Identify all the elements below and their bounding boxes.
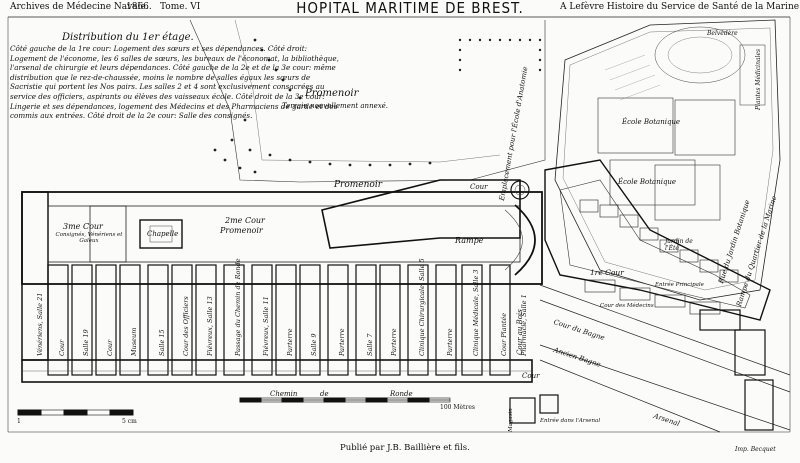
label-promenoir-top: Promenoir [305,88,359,99]
label-belvedere: Belvédère [707,30,738,37]
footer-publisher: Publié par J.B. Baillière et fils. [340,443,470,453]
ward-label: Cour des Officiers [182,296,190,356]
plantes-bed [739,44,766,106]
ward-label: Parterre [446,328,454,356]
label-cour-medecins: Cour des Médecins [600,303,654,309]
plate-title: HOPITAL MARITIME DE BREST. [296,0,524,17]
label-terrain: Terrain nouvellement annexé. [282,102,389,110]
east-wing-inner [559,179,751,309]
garden-inner [562,27,774,291]
garden-outline [554,19,781,301]
label-ecole-botanique-2: École Botanique [618,178,677,186]
label-de: de [320,390,329,398]
label-ronde: Ronde [390,390,413,398]
label-cour-small: Cour [522,372,540,380]
rampe-wing [321,179,521,249]
header-left: Archives de Médecine Navale. [10,2,149,12]
scale-end: 5 cm [122,418,137,425]
header-tome: Tome. VI [160,2,201,12]
ward-label: Salle 7 [366,333,374,356]
scale-start: 1 [17,418,21,425]
ward-label: Vénériens, Salle 21 [36,292,44,356]
ward-label: Museum [130,327,138,356]
inner-court-band [89,205,521,263]
terrain-boundary [234,19,501,163]
ward-label: Clinique Chirurgicale, Salle 5 [418,258,426,356]
ward-label: Parterre [390,328,398,356]
ward-label: Fiévreux, Salle 13 [206,296,214,356]
ward-label: Cour [58,339,66,356]
ward-label: Parterre [338,328,346,356]
stair-rotunda [510,180,530,200]
label-jardin: Jardin de l'Été [665,238,693,252]
botanical-bed-1 [597,97,674,154]
ward-label: Pharmacie, Salle 1 [520,294,528,356]
legend-title: Distribution du 1er étage. [62,32,194,43]
promenoir-boundary [189,19,546,183]
label-ecole-botanique-1: École Botanique [622,118,681,126]
bagne-lines [539,284,791,433]
botanical-bed-4 [654,164,721,221]
botanical-bed-3 [609,159,696,206]
label-cour1: 1re Cour [590,268,624,277]
label-promenoir2: Promenoir [220,226,263,235]
label-entree: Entrée dans l'Arsenal [540,418,601,424]
label-cour3-sub: Consignés, Vénériens et Galeux [55,232,123,244]
chemin-scale [239,397,451,403]
belvedere-mound [654,26,746,84]
ward-label: Fiévreux, Salle 11 [262,296,270,356]
ward-label: Salle 15 [158,329,166,356]
footer-printer: Imp. Becquet [735,446,776,453]
cm-scale [17,409,134,416]
label-rampe: Rampe [455,236,484,245]
east-wing [544,159,771,321]
ward-label: Cour [106,339,114,356]
label-cour3: 3me Cour [63,222,103,231]
header-right: A Lefèvre Histoire du Service de Santé d… [560,2,800,12]
label-promenoir-mid: Promenoir [334,180,383,190]
label-magasin: Magasin [508,408,514,432]
chapelle-block [139,219,183,249]
label-chapelle: Chapelle [147,230,179,238]
ward-label: Passage du Chemin de Ronde [234,258,242,356]
left-end-block [21,191,49,361]
label-plantes: Plantes Médicinales [755,48,762,110]
ward-label: Parterre [286,328,294,356]
ward-label: Salle 9 [310,333,318,356]
east-rooms [579,199,739,315]
botanical-bed-2 [674,99,736,156]
rampe-curve [514,204,536,276]
label-chemin: Chemin [270,390,298,398]
ward-label: Cour Plantée [500,312,508,356]
label-entree-principale: Entrée Principale [655,282,704,288]
garden-grid [604,54,661,101]
cour3-block [47,205,127,263]
label-cour-top: Cour [470,183,488,191]
scale-chem: 100 Mètres [440,404,475,411]
arsenal-buildings [509,309,774,431]
ward-label: Clinique Médicale, Salle 3 [472,269,480,356]
header-year: 1866. [126,2,152,12]
tree-rows [213,38,542,174]
ward-label: Salle 19 [82,329,90,356]
legend-text: Côté gauche de la 1re cour: Logement des… [10,44,339,121]
label-cour2: 2me Cour [225,216,265,225]
ward-pavilions [47,264,511,376]
